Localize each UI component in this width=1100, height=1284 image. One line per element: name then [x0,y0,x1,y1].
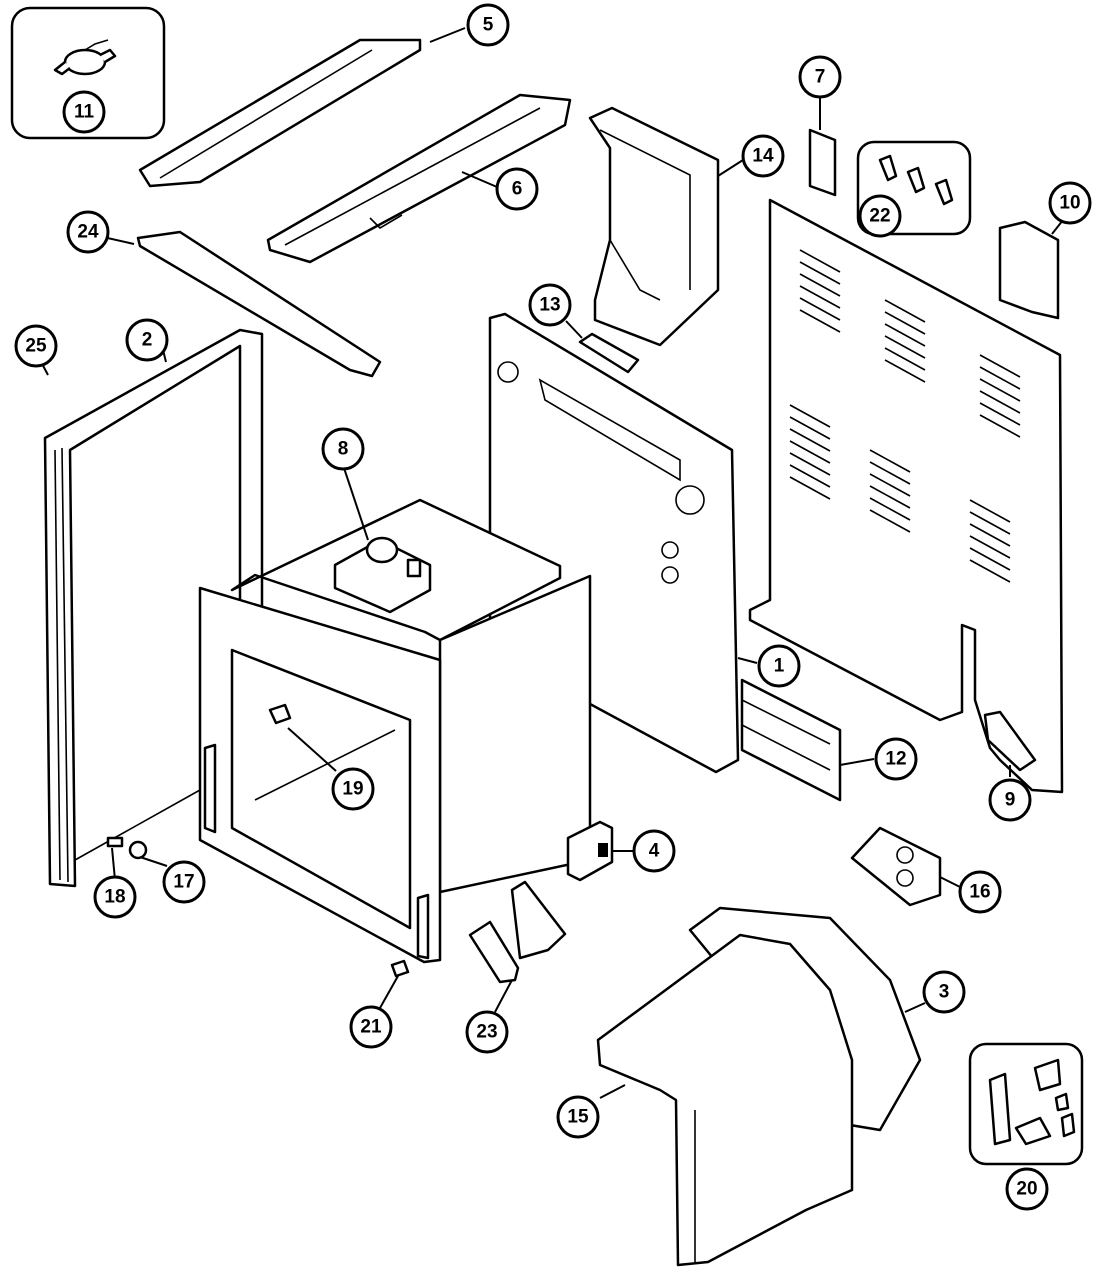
callout-4-label: 4 [649,841,660,862]
part-24-strip [136,230,382,378]
callout-1: 1 [757,644,801,688]
part-9-back-panel [748,198,1064,794]
callout-15-label: 15 [567,1107,589,1128]
callout-19: 19 [331,767,375,811]
callout-24: 24 [66,210,110,254]
callout-18: 18 [93,875,137,919]
callout-24-label: 24 [77,222,99,243]
callout-14-label: 14 [752,146,774,167]
part-19-clip [268,703,292,725]
callout-7: 7 [798,55,842,99]
callout-16-label: 16 [969,882,990,903]
callout-3: 3 [922,970,966,1014]
callout-6-label: 6 [512,179,523,200]
part-15-blanket [596,933,854,1267]
callout-25-label: 25 [25,336,47,357]
callout-3-label: 3 [939,982,950,1003]
part-18-screw [106,836,124,848]
callout-4: 4 [632,829,676,873]
part-17-screw [128,840,148,860]
callout-10-label: 10 [1059,193,1080,214]
part-12-rails [740,678,842,802]
part-23-hinge [468,920,520,984]
part-14-duct [588,106,720,347]
part-21-screw [390,959,410,978]
callout-8: 8 [321,427,365,471]
callout-1-label: 1 [774,656,785,677]
callout-15: 15 [556,1095,600,1139]
callout-14: 14 [741,134,785,178]
part-10-bracket [998,220,1060,320]
part-8-bracket [333,536,432,614]
callout-17: 17 [162,860,206,904]
callout-25: 25 [14,324,58,368]
callout-8-label: 8 [338,439,349,460]
callout-6: 6 [495,167,539,211]
part-7-bracket [808,128,837,197]
inset-part-20 [968,1042,1084,1166]
callout-7-label: 7 [815,67,826,88]
callout-12-label: 12 [885,749,906,770]
part-16-bracket [850,826,942,907]
callout-19-label: 19 [342,779,363,800]
callout-16: 16 [958,870,1002,914]
callout-9: 9 [988,778,1032,822]
callout-22-label: 22 [869,206,890,227]
callout-21: 21 [349,1005,393,1049]
part-6-panel [266,93,572,264]
part-13-connector [578,332,640,374]
callout-18-label: 18 [104,887,125,908]
callout-11: 11 [62,90,106,134]
callout-5: 5 [466,3,510,47]
callout-9-label: 9 [1005,790,1016,811]
callout-11-label: 11 [74,102,95,123]
inset-part-11 [10,6,166,140]
callout-2: 2 [125,318,169,362]
callout-13-label: 13 [539,295,560,316]
callout-5-label: 5 [483,15,494,36]
callout-17-label: 17 [173,872,194,893]
callout-23-label: 23 [476,1022,497,1043]
callout-20: 20 [1005,1167,1049,1211]
callout-12: 12 [874,737,918,781]
callout-23: 23 [465,1010,509,1054]
callout-21-label: 21 [360,1017,382,1038]
callout-10: 10 [1048,181,1092,225]
callout-13: 13 [528,283,572,327]
callout-2-label: 2 [142,330,153,351]
part-4-bracket [566,820,614,882]
callout-20-label: 20 [1016,1179,1037,1200]
part-5-panel [138,38,422,188]
callout-22: 22 [858,194,902,238]
